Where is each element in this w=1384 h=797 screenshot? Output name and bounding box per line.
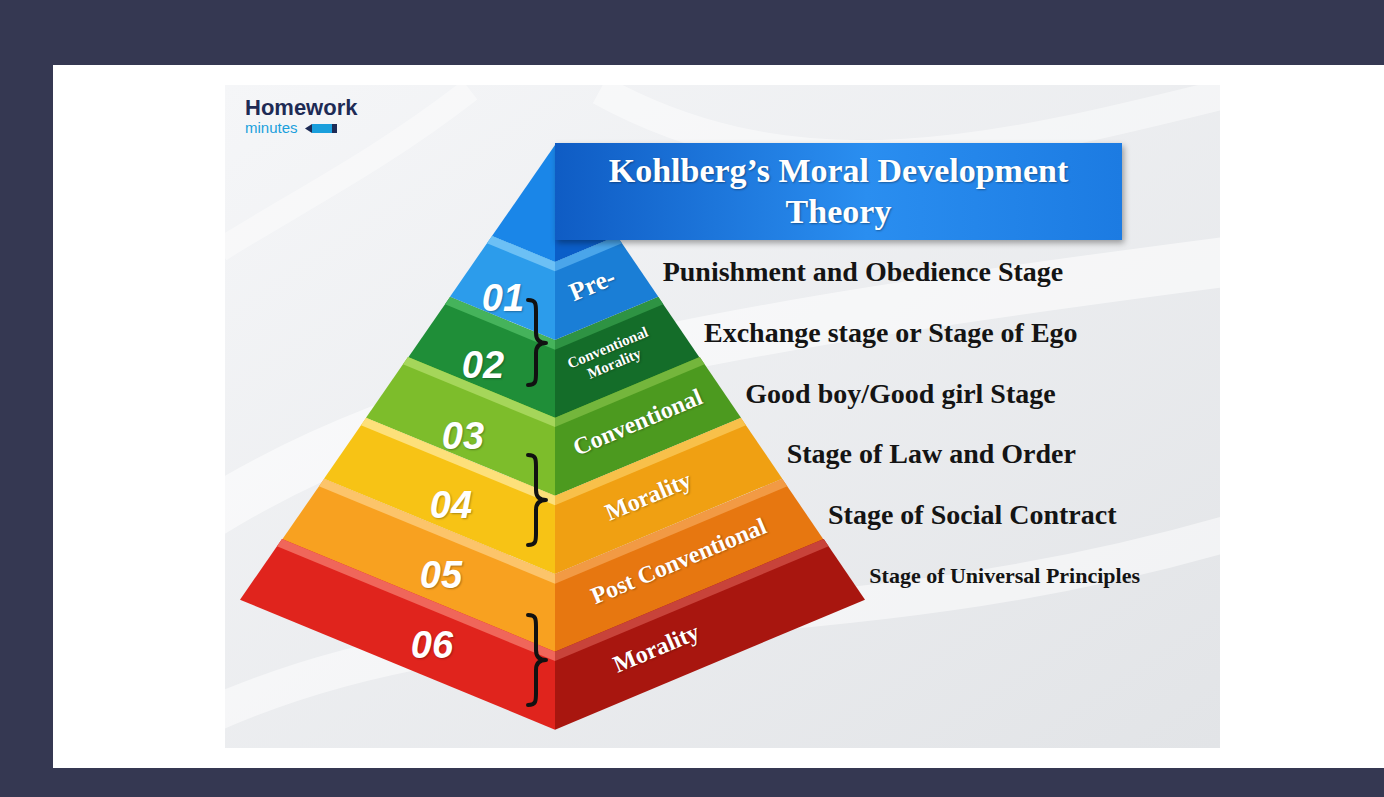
title-banner: Kohlberg’s Moral Development Theory: [555, 143, 1122, 240]
stage-number: 01: [482, 279, 524, 317]
pencil-icon: [305, 124, 337, 133]
layer-top-edge: [487, 236, 555, 271]
logo-subtext: minutes: [245, 120, 298, 137]
diagram-title: Kohlberg’s Moral Development Theory: [575, 151, 1102, 233]
curly-brace: [528, 300, 546, 385]
layer-top-edge: [445, 297, 555, 350]
stage-label: Punishment and Obedience Stage: [663, 256, 1064, 288]
layer-right-face: [555, 539, 865, 730]
white-panel: [53, 65, 1384, 768]
stage-label: Stage of Universal Principles: [869, 563, 1140, 588]
stage-label: Exchange stage or Stage of Ego: [704, 317, 1078, 349]
layer-top-edge: [555, 236, 622, 271]
stage-number: 04: [430, 486, 472, 524]
stage-label: Good boy/Good girl Stage: [745, 378, 1055, 410]
curly-brace: [528, 455, 546, 545]
curly-brace: [528, 615, 546, 705]
stage-number: 05: [420, 556, 462, 594]
stage-number: 03: [442, 417, 484, 455]
stage-number: 02: [462, 346, 504, 384]
stage-label: Stage of Social Contract: [828, 499, 1117, 531]
layer-left-face: [240, 539, 555, 730]
logo-text: Homework: [245, 96, 357, 120]
stage-number: 06: [411, 626, 453, 664]
stage-label: Stage of Law and Order: [787, 438, 1076, 470]
image-ground: [225, 85, 1220, 748]
